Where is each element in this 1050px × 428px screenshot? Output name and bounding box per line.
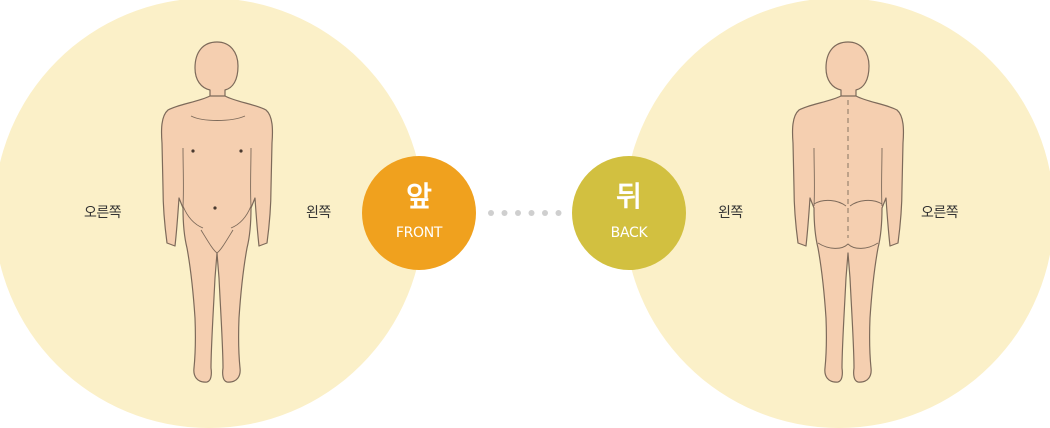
back-body-figure	[791, 41, 905, 383]
front-left-side-label: 왼쪽	[306, 205, 331, 221]
connector-dot	[528, 210, 535, 216]
back-torso	[791, 95, 905, 383]
connector-dot	[515, 210, 521, 216]
connector-dot	[488, 210, 494, 216]
front-right-side-label: 오른쪽	[84, 205, 122, 221]
back-right-side-label: 오른쪽	[921, 205, 959, 221]
connector-dot	[501, 210, 508, 216]
front-torso	[160, 95, 274, 383]
back-badge: 뒤 BACK	[572, 156, 686, 270]
connector-dots	[488, 210, 562, 216]
front-head	[194, 41, 239, 99]
connector-dot	[555, 210, 562, 216]
front-body-figure	[160, 41, 274, 383]
back-badge-title: 뒤	[616, 180, 642, 213]
front-badge-subtitle: FRONT	[395, 225, 443, 241]
back-head	[825, 41, 870, 99]
back-left-side-label: 왼쪽	[718, 205, 743, 221]
front-badge-title: 앞	[406, 180, 432, 213]
back-badge-subtitle: BACK	[610, 225, 648, 241]
front-badge: 앞 FRONT	[362, 156, 476, 270]
connector-dot	[542, 210, 548, 216]
